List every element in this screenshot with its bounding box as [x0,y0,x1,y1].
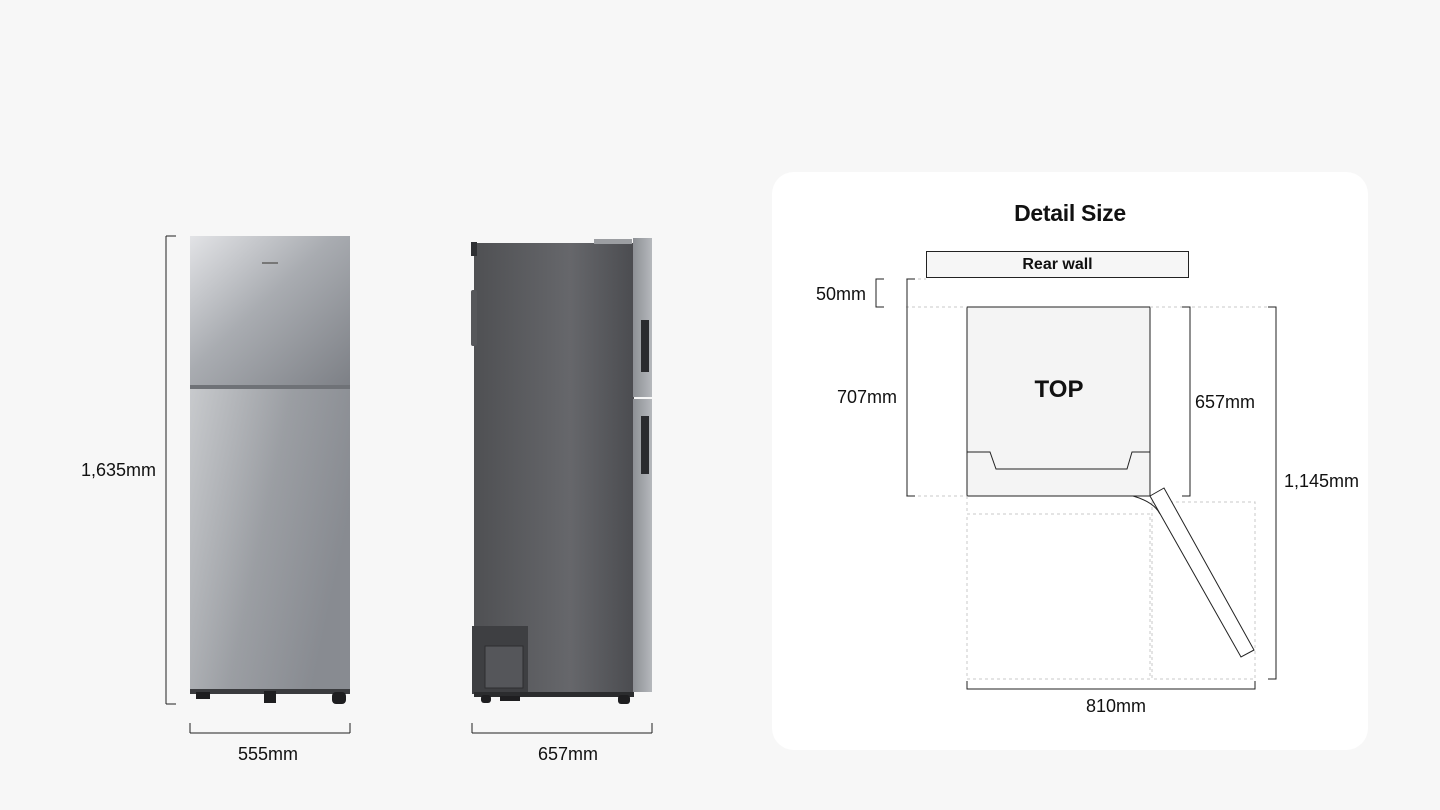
open-width-bracket [966,681,1256,690]
open-depth-label: 1,145mm [1284,471,1360,491]
side-back-bump [471,290,477,346]
side-depth-label: 657mm [538,744,599,764]
door-shelf-profile [967,451,1150,470]
front-height-label: 1,635mm [81,460,157,480]
side-base [474,692,634,697]
gap-label: 50mm [816,284,867,304]
side-foot-mid [500,696,520,701]
open-door [1149,487,1255,658]
front-width-dimension [189,723,351,734]
detail-size-panel: Detail Size Rear wall [772,172,1368,750]
rear-wall-box: Rear wall [926,251,1189,278]
detail-size-title: Detail Size [1014,200,1126,226]
depth-with-gap-bracket [906,278,915,497]
open-width-label: 810mm [1086,696,1147,716]
front-foot-center [264,691,276,703]
side-top-hinge [594,239,632,244]
depth-bracket [1182,306,1191,497]
side-body [474,243,634,694]
fridge-door [190,389,350,690]
compressor-vent [484,645,524,689]
front-foot-left [196,692,210,699]
fridge-top-outline [966,306,1151,497]
depth-with-gap-label: 707mm [837,387,898,407]
side-depth-dimension [471,723,653,734]
top-label: TOP [1034,376,1084,403]
side-handle-upper [641,320,649,372]
side-top-lip [471,242,477,256]
gap-bracket [875,278,884,308]
side-fridge [471,238,652,704]
front-foot-right [332,692,346,704]
side-foot-back [481,695,491,703]
depth-label: 657mm [1195,392,1256,412]
side-handle-lower [641,416,649,474]
top-view-drawing [875,278,1277,690]
side-door-upper [633,238,652,397]
door-gap [190,385,350,389]
front-width-label: 555mm [238,744,299,764]
door-swing-area [906,278,1272,680]
freezer-door [190,236,350,386]
front-height-dimension [165,235,176,705]
open-depth-bracket [1268,306,1277,680]
side-foot-front [618,695,630,704]
brand-mark [262,262,278,264]
front-fridge [190,236,350,704]
